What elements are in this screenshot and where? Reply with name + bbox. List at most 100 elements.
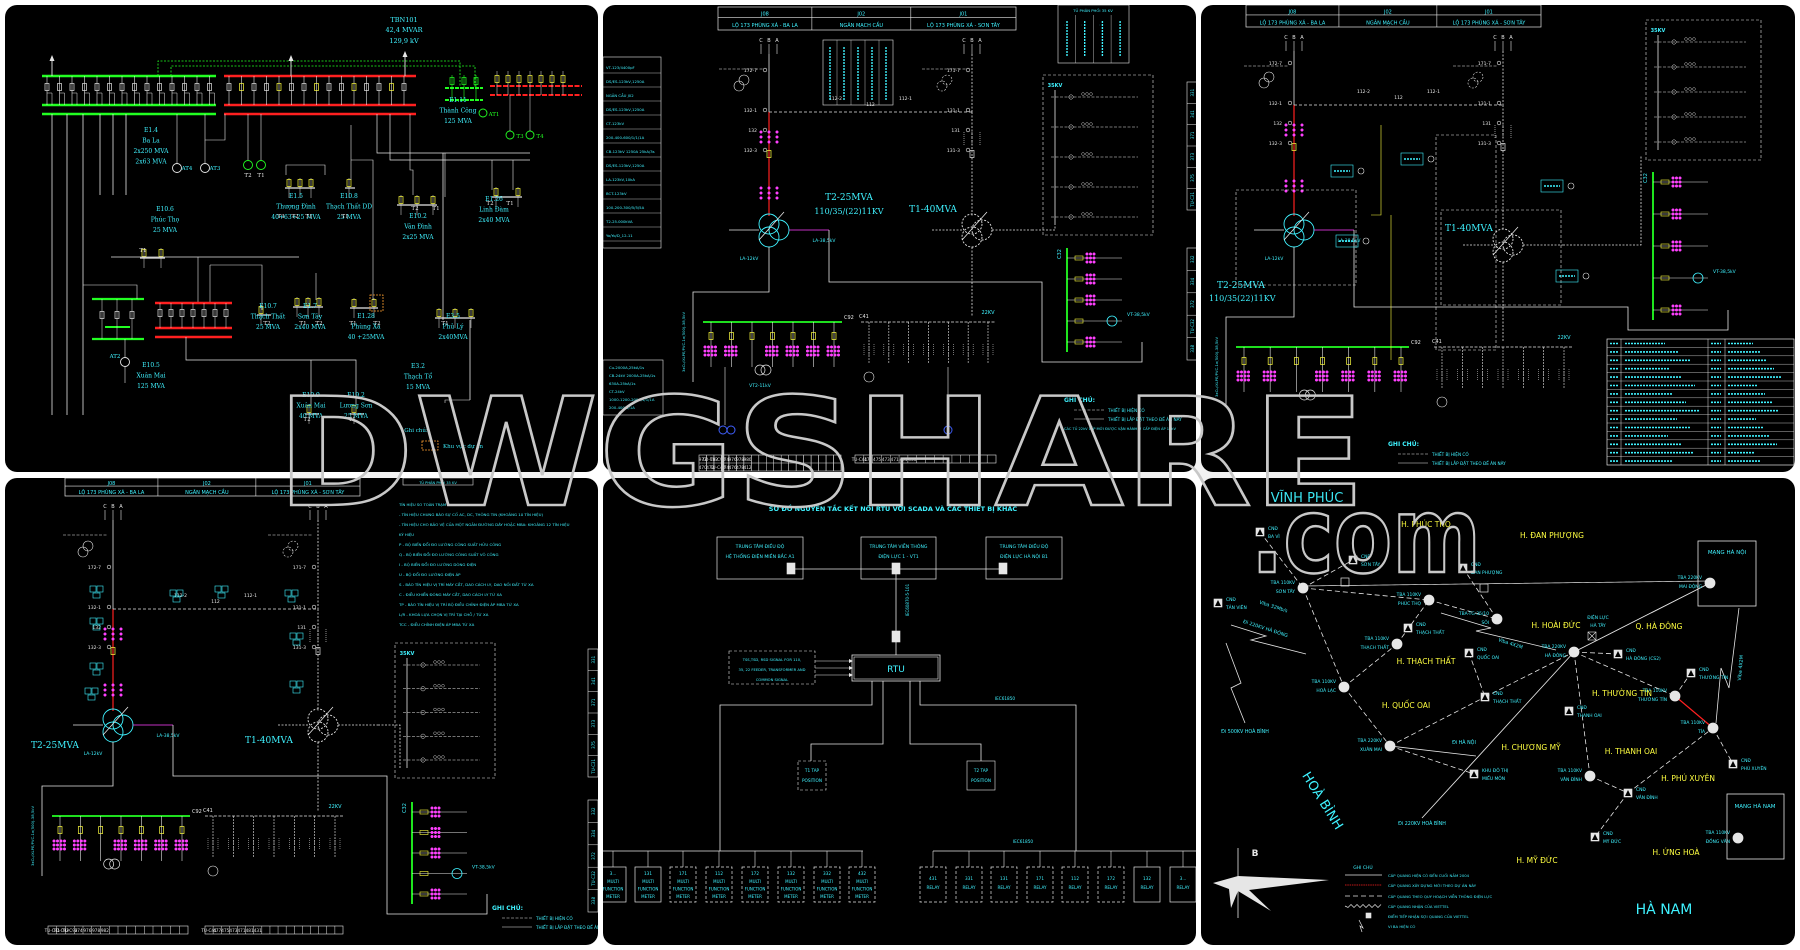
meter-symbol	[1357, 167, 1365, 175]
branch-name: THƯỜNG TÍN	[1698, 674, 1728, 681]
ct-symbol	[1300, 123, 1304, 127]
branch-office-glyph	[1625, 790, 1631, 796]
district-label: H. THANH OAI	[1605, 747, 1657, 756]
ct-symbol	[1671, 308, 1675, 312]
arrow-head	[849, 673, 853, 677]
breaker-symbol	[452, 309, 458, 317]
breaker-symbol	[94, 83, 100, 91]
circle	[1085, 212, 1089, 216]
branch-office-glyph	[1482, 694, 1488, 700]
breaker-symbol	[398, 196, 404, 204]
ct-symbol	[1243, 374, 1247, 378]
ct-symbol	[792, 345, 796, 349]
breaker-symbol	[99, 311, 105, 319]
transformer-label: T2	[315, 321, 322, 327]
signal-box-lr	[92, 624, 101, 631]
circle	[1068, 124, 1074, 130]
fiber-existing	[1573, 582, 1711, 653]
ct-symbol	[1671, 244, 1675, 248]
circle	[1081, 92, 1085, 96]
ct-symbol	[768, 353, 772, 357]
label: T3	[516, 134, 524, 140]
station-info: 2x40MVA	[438, 334, 468, 341]
table-title: TỦ PHÂN PHỐI 35 KV	[418, 480, 457, 485]
wire	[172, 92, 178, 105]
ct-symbol	[113, 847, 117, 851]
viettel-point-icon	[1479, 583, 1489, 593]
meter-box	[777, 866, 805, 903]
bay-label: 131-3	[947, 148, 960, 154]
breaker-symbol	[223, 309, 229, 317]
ct-symbol	[775, 135, 779, 139]
ct-symbol	[59, 839, 63, 843]
notes-heading: TÍN HIỆU SO TOÀN TRẠM	[398, 502, 446, 507]
breaker-symbol	[473, 77, 479, 85]
coupler-label: 112-1	[899, 96, 912, 102]
wire	[1587, 631, 1597, 641]
meter-text: FUNCTION	[603, 887, 623, 892]
header-name: LỘ 173 PHÙNG XÁ - BA LA	[79, 489, 145, 496]
side-label: 338	[591, 897, 596, 905]
ct-symbol	[437, 855, 441, 859]
ct-symbol	[730, 353, 735, 357]
bay-label: 131	[951, 128, 960, 134]
comm-port	[891, 562, 901, 575]
ct-symbol	[119, 688, 123, 692]
signal-box-lr	[92, 669, 101, 676]
ct-symbol	[1092, 260, 1096, 264]
circle	[433, 731, 437, 735]
surge-arrester-label: LA-12kV	[740, 256, 760, 262]
control-center-name: TRUNG TÂM VIỄN THÔNG	[868, 542, 927, 550]
ct-symbol	[181, 847, 185, 851]
station-info: 125 MVA	[444, 118, 472, 125]
ct-symbol	[144, 839, 148, 843]
ct-symbol	[1674, 248, 1679, 252]
ct-symbol	[1674, 216, 1679, 220]
bus-label: C41	[1432, 339, 1442, 345]
header-name: LỘ 173 PHÙNG XÁ - SƠN TÂY	[272, 489, 346, 496]
signal-box-c	[96, 662, 104, 670]
table-title: TỦ PHÂN PHỐI 35 KV	[1072, 8, 1113, 13]
station-info: 15 MVA	[406, 384, 431, 391]
tap-changer-arrow	[758, 211, 785, 241]
ct-symbol	[1085, 336, 1089, 340]
side-label: 375	[1190, 174, 1195, 182]
relay-box	[1400, 152, 1424, 166]
circle	[1688, 87, 1692, 91]
station-code: E3.5	[446, 313, 460, 320]
breaker-symbol	[708, 332, 714, 340]
signal-box-s	[89, 662, 97, 670]
circle	[1089, 92, 1093, 96]
relay-text: RELAY	[1033, 885, 1047, 890]
comm-port	[998, 562, 1008, 575]
substation-node	[1423, 594, 1435, 606]
ct-symbol	[795, 345, 800, 349]
meter-text: METER	[748, 894, 762, 899]
branch-office-glyph	[1466, 650, 1472, 656]
cvt-symbol	[282, 546, 294, 558]
phase-label: B	[316, 504, 320, 510]
breaker-symbol	[389, 83, 394, 91]
breaker-symbol	[132, 83, 137, 91]
breaker-symbol	[314, 83, 319, 91]
station-service-transformer	[726, 425, 736, 435]
transformer-t1-label: T1-40MVA	[1445, 224, 1493, 234]
ct-symbol	[767, 130, 771, 134]
substation-name: MAI ĐỘNG	[1679, 583, 1703, 590]
breaker-symbol	[144, 83, 150, 91]
fiber-planned	[1627, 727, 1714, 794]
bay-number: 477	[864, 457, 872, 462]
breaker-symbol	[430, 196, 436, 204]
substation-node	[1391, 638, 1403, 650]
circle	[420, 757, 426, 763]
legend-item: THIẾT BỊ LẮP ĐẶT THEO ĐỀ ÁN NÀY	[1431, 460, 1506, 466]
disconnector-symbol	[1287, 140, 1293, 146]
bay-number: TU-C42	[709, 465, 726, 470]
cvt-symbol	[1263, 71, 1275, 83]
disconnector-symbol	[1496, 120, 1502, 126]
ct-symbol	[1292, 179, 1296, 183]
district-label: H. THƯỜNG TÍN	[1592, 689, 1652, 698]
hanoi-network-box	[1697, 540, 1757, 607]
station-code: E10.7	[259, 303, 277, 310]
relay-id: 331	[965, 876, 973, 881]
